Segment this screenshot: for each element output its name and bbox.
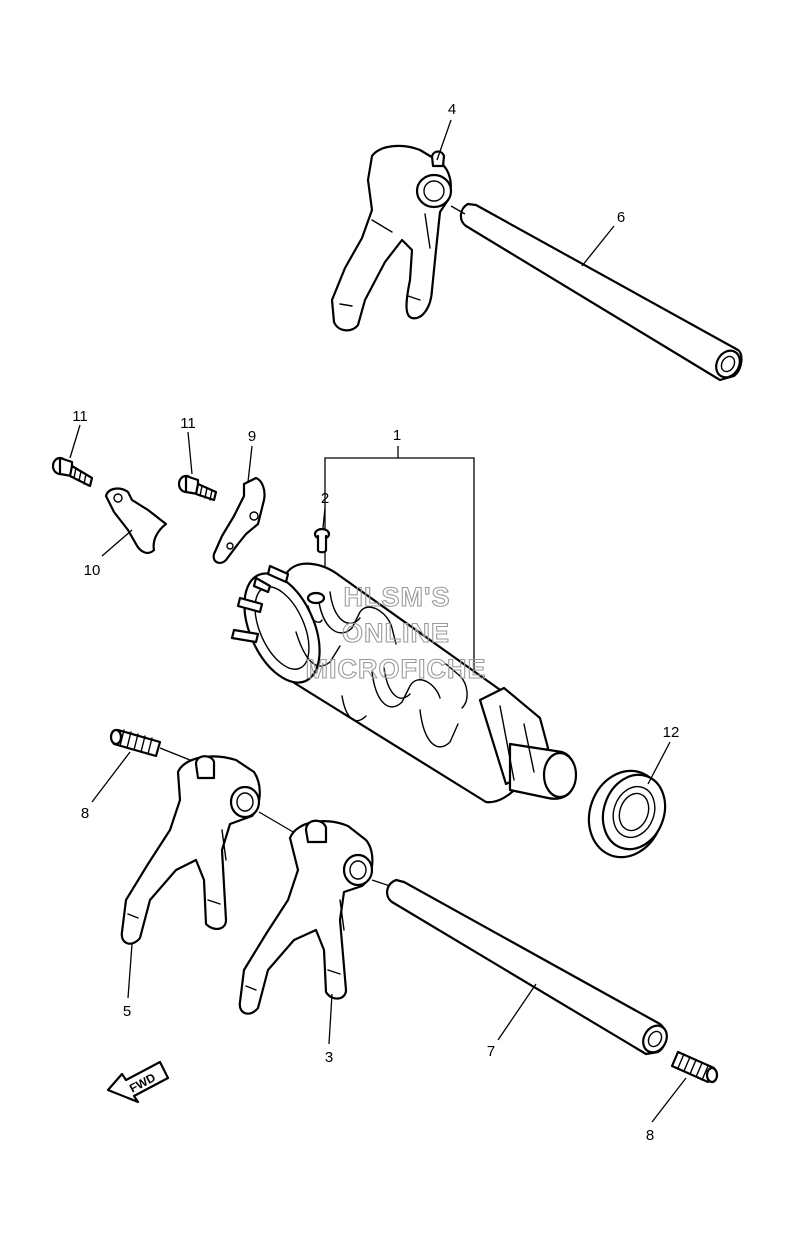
shift-fork-3 xyxy=(238,819,374,1015)
leader-11-right xyxy=(187,431,193,475)
bolt-11-left xyxy=(51,456,94,488)
shift-drum-1 xyxy=(230,562,578,804)
leader-9 xyxy=(247,445,253,483)
watermark-line-3: MICROFICHE xyxy=(306,654,487,684)
bracket-1 xyxy=(324,457,475,680)
guide-bar-7 xyxy=(386,878,668,1056)
leader-7 xyxy=(497,983,537,1041)
stopper-lever-10 xyxy=(104,487,168,554)
callout-2: 2 xyxy=(321,490,329,507)
forward-direction-arrow: FWD xyxy=(106,1060,170,1104)
axis-line-6 xyxy=(450,205,466,215)
callout-6: 6 xyxy=(617,209,625,226)
leader-11-left xyxy=(69,424,81,459)
callout-11-left: 11 xyxy=(72,408,88,425)
leader-3 xyxy=(328,993,333,1045)
axis-line-8-left xyxy=(159,747,191,761)
callout-11-right: 11 xyxy=(180,415,196,432)
shift-fork-5 xyxy=(120,755,261,945)
callout-8-right: 8 xyxy=(646,1127,654,1144)
callout-10: 10 xyxy=(84,562,101,579)
pin-2 xyxy=(313,527,331,554)
leader-2 xyxy=(322,507,326,529)
shift-fork-4 xyxy=(330,144,453,332)
leader-4 xyxy=(436,119,452,161)
spring-8-left xyxy=(109,728,162,758)
leader-5 xyxy=(127,943,133,999)
watermark: HLSM'S ONLINE MICROFICHE xyxy=(305,581,487,684)
callout-1: 1 xyxy=(393,427,401,444)
guide-bar-6 xyxy=(459,202,743,382)
callout-12: 12 xyxy=(663,724,680,741)
bolt-11-right xyxy=(177,474,218,502)
spring-8-right xyxy=(670,1050,719,1084)
callout-7: 7 xyxy=(487,1043,495,1060)
callout-5: 5 xyxy=(123,1003,131,1020)
watermark-line-1: HLSM'S xyxy=(344,582,451,612)
leader-8-left xyxy=(91,751,131,803)
callout-9: 9 xyxy=(248,428,256,445)
bearing-12 xyxy=(587,769,667,859)
callout-4: 4 xyxy=(448,101,456,118)
leader-8-right xyxy=(651,1077,687,1123)
callout-8-left: 8 xyxy=(81,805,89,822)
leader-6 xyxy=(581,225,615,267)
segment-plate-9 xyxy=(212,476,266,564)
leader-12 xyxy=(647,741,671,785)
watermark-line-2: ONLINE xyxy=(342,618,450,648)
leader-10 xyxy=(101,529,133,557)
callout-3: 3 xyxy=(325,1049,333,1066)
